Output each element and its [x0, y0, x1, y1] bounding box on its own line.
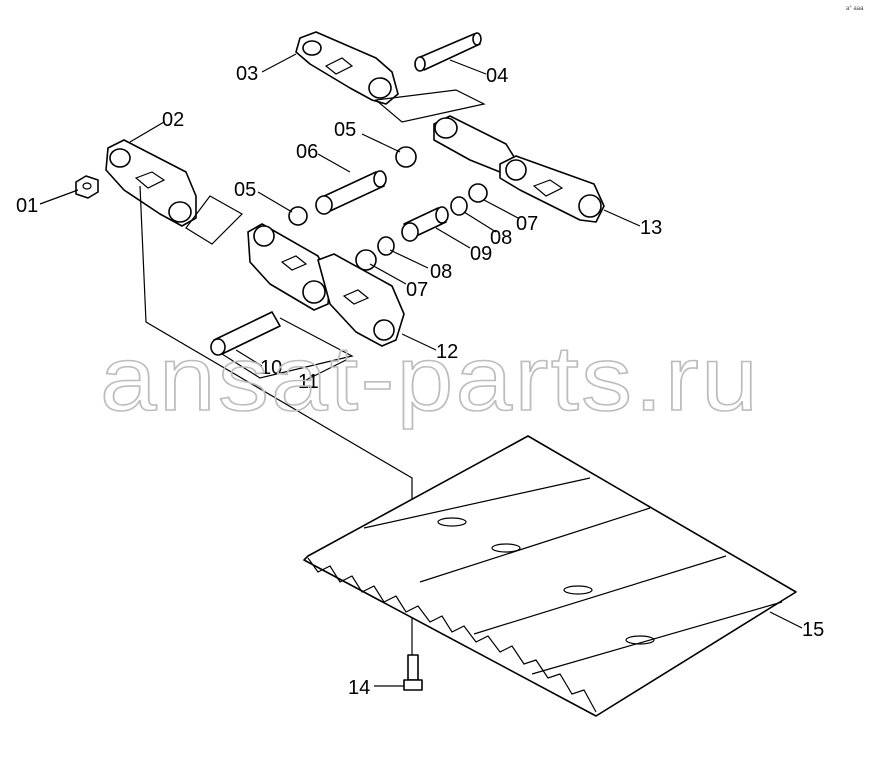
pin-04: [414, 32, 482, 72]
seal-05-left: [288, 206, 308, 226]
ring-08-right: [450, 196, 468, 216]
leader-07a: [369, 263, 407, 285]
callout-08b: 08: [490, 227, 512, 249]
leader-07b: [483, 199, 519, 219]
callout-01: 01: [16, 195, 38, 217]
pin-10: [210, 311, 281, 356]
leader-06: [317, 153, 351, 173]
leader-08a: [389, 249, 429, 269]
callout-05b: 05: [334, 119, 356, 141]
callout-07a: 07: [406, 279, 428, 301]
track-shoes-15: [303, 435, 797, 717]
corner-mark: a° aaa: [846, 6, 864, 12]
ring-07-right: [468, 183, 488, 203]
callout-15: 15: [802, 619, 824, 641]
callout-07b: 07: [516, 213, 538, 235]
leader-05b: [361, 133, 401, 153]
leader-09: [435, 227, 471, 249]
leader-05a: [257, 191, 293, 213]
callout-08a: 08: [430, 261, 452, 283]
callout-10: 10: [260, 357, 282, 379]
watermark: ansat-parts.ru: [100, 328, 760, 430]
callout-06: 06: [296, 141, 318, 163]
leader-08b: [463, 211, 497, 233]
callout-02: 02: [162, 109, 184, 131]
leader-11: [305, 359, 347, 381]
leader-01: [39, 189, 79, 205]
leader-03: [261, 53, 297, 73]
callout-03: 03: [236, 63, 258, 85]
nut-01: [75, 175, 99, 199]
leader-10: [235, 349, 263, 367]
leader-02: [129, 121, 165, 143]
callout-04: 04: [486, 65, 508, 87]
bolt-14: [403, 654, 423, 691]
callout-11: 11: [298, 371, 319, 393]
leader-12: [401, 333, 437, 351]
seal-05-upper: [395, 146, 417, 168]
callout-13: 13: [640, 217, 662, 239]
callout-09: 09: [470, 243, 492, 265]
ring-08-left: [377, 236, 395, 256]
leader-15: [769, 611, 803, 629]
link-12: [247, 223, 405, 347]
callout-12: 12: [436, 341, 458, 363]
leader-04: [449, 59, 487, 75]
callout-05a: 05: [234, 179, 256, 201]
leader-13: [603, 209, 641, 227]
bushing-09: [401, 206, 449, 242]
bushing-06: [315, 170, 387, 215]
callout-14: 14: [348, 677, 370, 699]
link-03: [295, 31, 399, 105]
link-13: [433, 115, 605, 223]
link-02: [105, 139, 197, 227]
